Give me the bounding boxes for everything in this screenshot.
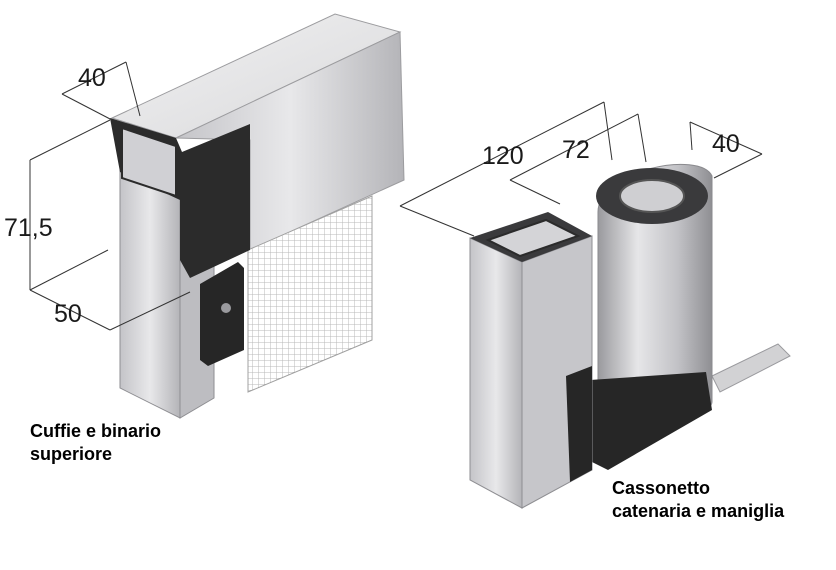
dim-right: 40 xyxy=(712,130,740,158)
roller-bore xyxy=(619,179,685,213)
dim-height: 71,5 xyxy=(4,214,53,242)
tall-profile-section xyxy=(485,218,581,258)
handle-block xyxy=(200,262,244,366)
dim-width-top: 40 xyxy=(78,64,106,92)
floor-plate xyxy=(711,343,791,393)
dim-middle: 72 xyxy=(562,136,590,164)
insect-mesh xyxy=(247,195,373,393)
right-cassette-figure: 120 72 40 xyxy=(399,101,791,509)
tall-profile-front xyxy=(469,237,523,509)
end-cap-profile-section xyxy=(121,126,177,198)
right-caption-line-1: Cassonetto xyxy=(612,478,711,498)
dim-depth: 50 xyxy=(54,300,82,328)
left-caption: Cuffie e binario superiore xyxy=(30,420,161,466)
cassette-bottom-cap xyxy=(590,372,712,470)
right-caption-line-2: catenaria e maniglia xyxy=(612,501,785,521)
left-caption-line-1: Cuffie e binario xyxy=(30,421,162,441)
dim-total: 120 xyxy=(482,142,524,170)
left-caption-line-2: superiore xyxy=(30,444,113,464)
left-profile-figure: 40 71,5 50 xyxy=(4,13,405,419)
handle-screw xyxy=(221,303,231,313)
dim-lines-right xyxy=(399,101,763,237)
side-black-strip xyxy=(566,366,592,482)
dim-lines-left xyxy=(29,61,191,331)
right-caption: Cassonetto catenaria e maniglia xyxy=(612,477,784,523)
